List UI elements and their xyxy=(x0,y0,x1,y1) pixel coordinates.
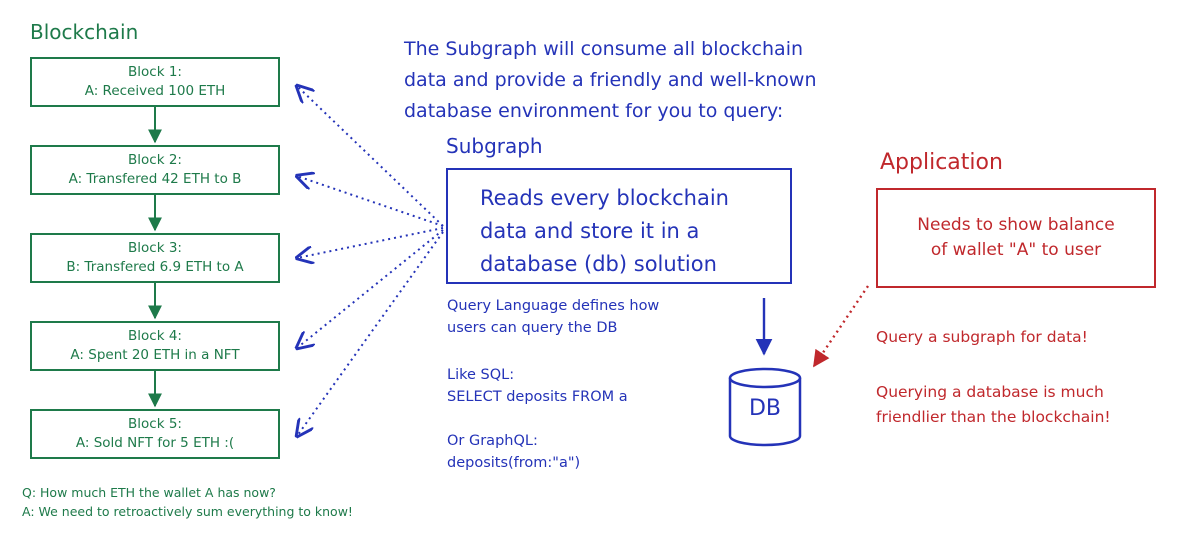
graphql-line-2: deposits(from:"a") xyxy=(447,455,581,471)
read-arrow-block-1 xyxy=(297,86,444,227)
query-language-line-1: Query Language defines how xyxy=(447,298,660,314)
subgraph-box-line-2: data and store it in a xyxy=(480,219,700,243)
subgraph-title: Subgraph xyxy=(446,134,543,158)
application-note-1: Query a subgraph for data! xyxy=(876,328,1088,346)
block-4-text: A: Spent 20 ETH in a NFT xyxy=(70,347,240,363)
graphql-note: Or GraphQL: deposits(from:"a") xyxy=(447,430,580,474)
read-arrow-block-2 xyxy=(297,176,444,227)
qa-question: Q: How much ETH the wallet A has now? xyxy=(22,485,276,500)
db-cylinder-icon xyxy=(728,367,802,447)
block-3-title: Block 3: xyxy=(128,240,182,256)
intro-line-2: data and provide a friendly and well-kno… xyxy=(404,69,817,91)
read-arrow-block-3 xyxy=(297,227,444,258)
read-arrow-block-5 xyxy=(297,231,444,436)
graphql-line-1: Or GraphQL: xyxy=(447,433,538,449)
block-1-text: A: Received 100 ETH xyxy=(84,83,226,99)
subgraph-box-line-1: Reads every blockchain xyxy=(480,186,729,210)
blockchain-title: Blockchain xyxy=(30,20,139,44)
application-note-2-line-2: friendlier than the blockchain! xyxy=(876,408,1111,426)
subgraph-box: Reads every blockchain data and store it… xyxy=(446,168,792,284)
block-1-title: Block 1: xyxy=(128,64,182,80)
application-box: Needs to show balance of wallet "A" to u… xyxy=(876,188,1156,288)
block-5-text: A: Sold NFT for 5 ETH :( xyxy=(75,435,235,451)
block-4-title: Block 4: xyxy=(128,328,182,344)
intro-line-1: The Subgraph will consume all blockchain xyxy=(404,38,804,60)
query-language-note: Query Language defines how users can que… xyxy=(447,295,659,339)
qa-answer: A: We need to retroactively sum everythi… xyxy=(22,504,353,519)
subgraph-box-line-3: database (db) solution xyxy=(480,252,717,276)
read-arrow-block-4 xyxy=(297,229,444,348)
application-note-2: Querying a database is much friendlier t… xyxy=(876,380,1111,430)
query-language-line-2: users can query the DB xyxy=(447,320,618,336)
block-5-title: Block 5: xyxy=(128,416,182,432)
block-4: Block 4: A: Spent 20 ETH in a NFT xyxy=(30,321,280,371)
block-2-text: A: Transfered 42 ETH to B xyxy=(68,171,242,187)
block-1: Block 1: A: Received 100 ETH xyxy=(30,57,280,107)
blockchain-qa: Q: How much ETH the wallet A has now? A:… xyxy=(22,483,353,521)
sql-line-2: SELECT deposits FROM a xyxy=(447,389,628,405)
application-box-line-1: Needs to show balance xyxy=(917,215,1115,235)
block-5: Block 5: A: Sold NFT for 5 ETH :( xyxy=(30,409,280,459)
intro-line-3: database environment for you to query: xyxy=(404,100,784,122)
sql-line-1: Like SQL: xyxy=(447,367,515,383)
intro-text: The Subgraph will consume all blockchain… xyxy=(404,34,817,127)
sql-note: Like SQL: SELECT deposits FROM a xyxy=(447,364,628,408)
application-box-line-2: of wallet "A" to user xyxy=(930,240,1102,260)
query-arrow xyxy=(813,285,869,368)
application-note-2-line-1: Querying a database is much xyxy=(876,383,1104,401)
application-title: Application xyxy=(880,150,1003,175)
db-label: DB xyxy=(748,396,782,421)
block-2-title: Block 2: xyxy=(128,152,182,168)
block-2: Block 2: A: Transfered 42 ETH to B xyxy=(30,145,280,195)
block-3-text: B: Transfered 6.9 ETH to A xyxy=(66,259,244,275)
block-3: Block 3: B: Transfered 6.9 ETH to A xyxy=(30,233,280,283)
